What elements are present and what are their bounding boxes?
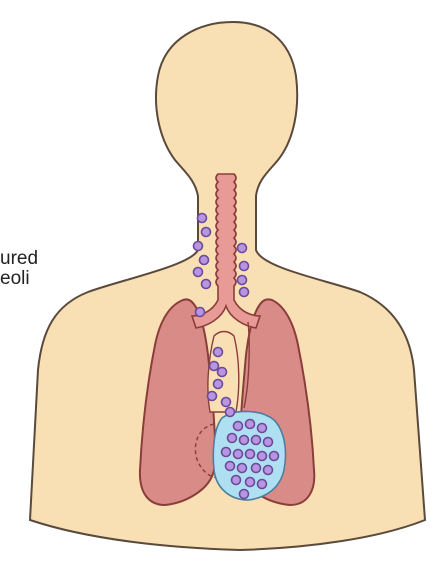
alveolus — [222, 398, 231, 407]
alveolus — [258, 424, 267, 433]
alveolus — [240, 262, 249, 271]
alveolus — [240, 288, 249, 297]
alveolus — [194, 242, 203, 251]
alveolus — [214, 380, 223, 389]
alveolus — [226, 462, 235, 471]
alveolus — [234, 450, 243, 459]
alveolus — [238, 464, 247, 473]
alveolus — [240, 436, 249, 445]
ruptured-alveoli-label-line-2: eoli — [0, 268, 30, 290]
alveolus — [246, 478, 255, 487]
alveolus — [258, 480, 267, 489]
alveolus — [202, 228, 211, 237]
alveolus — [234, 422, 243, 431]
alveolus — [202, 280, 211, 289]
alveolus — [258, 452, 267, 461]
alveolus — [246, 450, 255, 459]
alveolus — [208, 392, 217, 401]
alveolus — [240, 490, 249, 499]
alveolus — [252, 436, 261, 445]
alveolus — [210, 362, 219, 371]
alveolus — [228, 434, 237, 443]
alveolus — [270, 452, 279, 461]
alveolus — [200, 256, 209, 265]
alveolus — [222, 448, 231, 457]
alveolus — [198, 214, 207, 223]
alveolus — [246, 420, 255, 429]
alveolus — [264, 466, 273, 475]
alveolus — [232, 476, 241, 485]
alveolus — [196, 308, 205, 317]
alveolus — [218, 368, 227, 377]
alveolus — [264, 438, 273, 447]
alveolus — [252, 464, 261, 473]
alveolus — [226, 408, 235, 417]
alveolus — [194, 268, 203, 277]
alveolus — [238, 244, 247, 253]
ruptured-alveoli-label-line-1: ured — [0, 248, 38, 270]
alveolus — [238, 276, 247, 285]
alveolus — [214, 348, 223, 357]
